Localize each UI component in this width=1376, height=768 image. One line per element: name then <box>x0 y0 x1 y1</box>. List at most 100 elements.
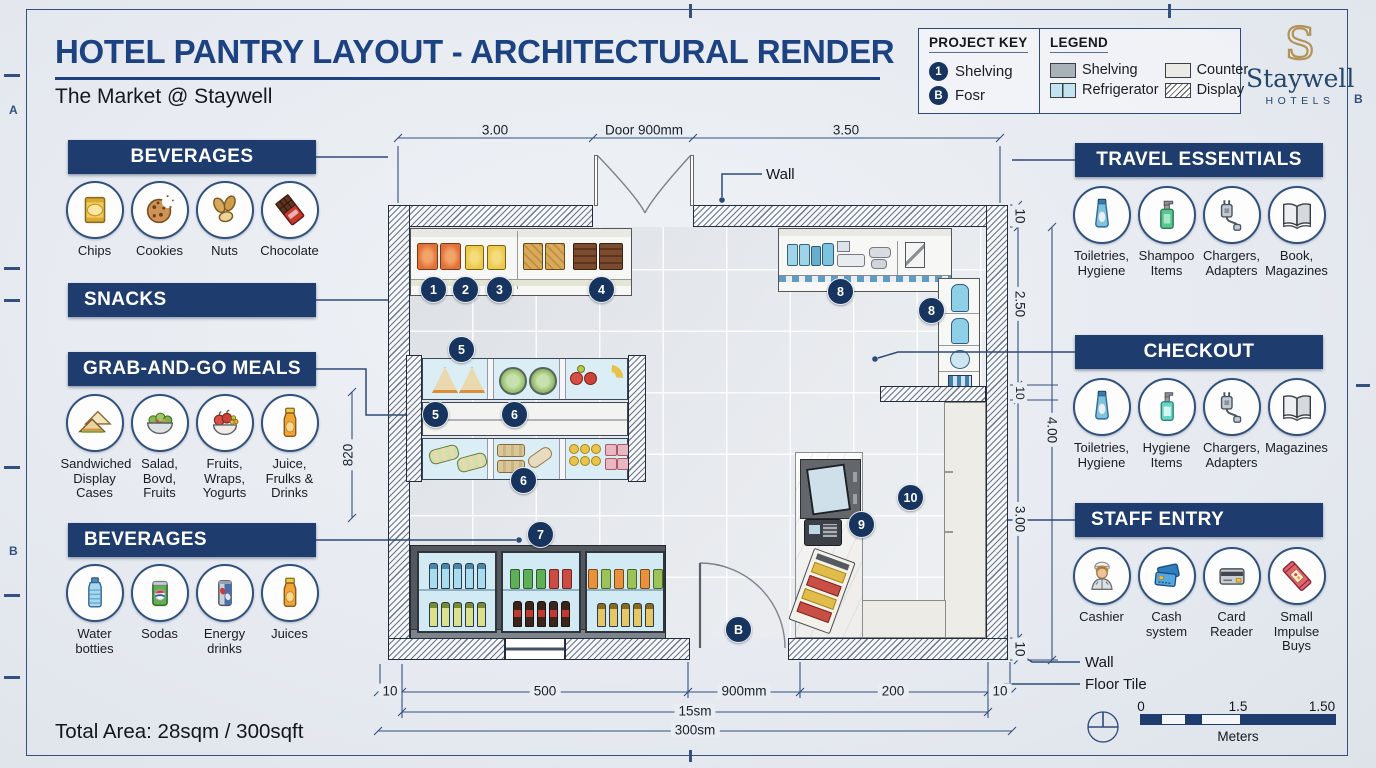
door-leaf-right <box>690 155 694 206</box>
edge-tick <box>689 4 692 18</box>
plan-marker-5a: 5 <box>448 336 475 363</box>
edge-tick <box>4 74 20 77</box>
item-magazines: Magazines <box>1265 378 1328 470</box>
item-water-bottles: Water botties <box>64 564 125 656</box>
project-key-item-b: B Fosr <box>929 86 1029 105</box>
display-swatch <box>1164 82 1191 98</box>
item-cash-system: Cash system <box>1136 547 1197 654</box>
scale-mid: 1.5 <box>1228 699 1248 714</box>
card-reader-device <box>804 519 842 546</box>
checkout-counter <box>788 452 863 638</box>
toothpaste-icon <box>1072 378 1131 436</box>
display-end-cap-right <box>628 355 646 482</box>
dim-left-820: 820 <box>340 439 356 471</box>
legend-item-display: Display <box>1164 82 1249 98</box>
dim-bottom-10a: 10 <box>378 683 402 699</box>
wall-bottom-3 <box>788 638 1008 660</box>
legend-title: LEGEND <box>1050 35 1109 53</box>
wall-top-right <box>693 205 1008 227</box>
page-title: HOTEL PANTRY LAYOUT - ARCHITECTURAL REND… <box>55 33 895 70</box>
cashier-icon <box>1072 547 1131 605</box>
frame-letter-a: A <box>9 103 18 117</box>
total-area-label: Total Area: 28sqm / 300sqft <box>55 720 304 743</box>
brand-logo: S Staywell HOTELS <box>1246 22 1355 107</box>
plan-marker-4: 4 <box>588 276 615 303</box>
toothpaste-icon <box>1072 186 1131 244</box>
pos-terminal <box>800 459 861 519</box>
plan-marker-7: 7 <box>527 521 554 548</box>
title-underline <box>55 77 880 80</box>
project-key-item-shelving: 1 Shelving <box>929 62 1029 81</box>
plan-marker-B: B <box>725 616 752 643</box>
edge-tick <box>689 750 692 762</box>
edge-tick <box>1356 384 1370 387</box>
right-wall-counter <box>944 402 986 638</box>
refrigerator-bank <box>410 545 666 640</box>
logo-name: Staywell <box>1246 63 1355 93</box>
display-case-top <box>422 358 628 400</box>
edge-tick <box>4 267 20 270</box>
wall-label-top: Wall <box>766 166 795 183</box>
item-impulse-buys: Small Impulse Buys <box>1266 547 1327 654</box>
item-sodas: Sodas <box>129 564 190 656</box>
project-key-title: PROJECT KEY <box>929 35 1028 53</box>
fruit-bowl-icon <box>195 394 254 452</box>
item-fruit-wraps: Fruits, Wraps, Yogurts <box>194 394 255 501</box>
frame-letter-b-right: B <box>1354 92 1363 106</box>
plan-marker-3: 3 <box>486 276 513 303</box>
item-toiletries: Toiletries, Hygiene <box>1071 186 1132 278</box>
display-end-cap-left <box>406 355 422 482</box>
legend-item-shelving: Shelving <box>1050 62 1159 78</box>
checkout-items-row: Toiletries, Hygiene Hygiene Items Charge… <box>1071 378 1328 470</box>
edge-tick <box>1168 4 1171 18</box>
edge-tick <box>4 299 20 302</box>
snack-shelving-unit <box>410 228 632 296</box>
impulse-snack-icon <box>1267 547 1326 605</box>
section-header-checkout: CHECKOUT <box>1075 335 1323 369</box>
plan-marker-8b: 8 <box>918 297 945 324</box>
item-chocolate: Chocolate <box>259 181 320 259</box>
nuts-icon <box>195 181 254 239</box>
item-shampoo: Shampoo Items <box>1136 186 1197 278</box>
plan-marker-2: 2 <box>452 276 479 303</box>
right-wall-shelf <box>938 278 980 392</box>
project-key-box: PROJECT KEY 1 Shelving B Fosr <box>918 28 1040 114</box>
bottom-bench <box>860 600 946 638</box>
item-cookies: Cookies <box>129 181 190 259</box>
dim-bottom-900: 900mm <box>717 683 771 699</box>
counter-swatch <box>1164 62 1191 78</box>
grab-and-go-items-row: Sandwiched Display Cases Salad, Bovd, Fr… <box>61 394 320 501</box>
open-book-icon <box>1267 378 1326 436</box>
section-header-snacks: SNACKS <box>68 283 316 317</box>
item-card-reader: Card Reader <box>1201 547 1262 654</box>
staff-items-row: Cashier Cash system Card Reader Small Im… <box>1071 547 1327 654</box>
key-badge-b: B <box>929 86 948 105</box>
page-subtitle: The Market @ Staywell <box>55 85 273 108</box>
dim-right-10b: 10 <box>1013 382 1027 404</box>
snack-items-row: Chips Cookies Nuts Chocolate <box>64 181 320 259</box>
section-header-staff-entry: STAFF ENTRY <box>1075 503 1323 537</box>
scale-bar <box>1140 714 1336 725</box>
key-label: Shelving <box>955 63 1013 80</box>
section-header-beverages: BEVERAGES <box>68 523 316 557</box>
wall-bottom-1 <box>388 638 505 660</box>
juice-bottle-icon <box>260 394 319 452</box>
item-hygiene: Hygiene Items <box>1136 378 1197 470</box>
dim-bottom-200: 200 <box>877 683 909 699</box>
fridge-door-sodas <box>501 551 581 633</box>
open-book-icon <box>1267 186 1326 244</box>
beverage-items-row: Water botties Sodas Energy drinks Juices <box>64 564 320 656</box>
section-header-snacks-top: BEVERAGES <box>68 140 316 174</box>
wall-partition <box>880 386 986 402</box>
chocolate-icon <box>260 181 319 239</box>
charger-cable-icon <box>1202 186 1261 244</box>
sandwich-icon <box>65 394 124 452</box>
item-toiletries-2: Toiletries, Hygiene <box>1071 378 1132 470</box>
dim-top-left: 3.00 <box>477 122 513 138</box>
refrigerator-swatch <box>1050 82 1076 98</box>
cards-icon <box>1137 547 1196 605</box>
shelving-swatch <box>1050 62 1076 78</box>
frame-letter-b-left: B <box>9 544 18 558</box>
wall-bottom-2 <box>565 638 690 660</box>
item-cashier: Cashier <box>1071 547 1132 654</box>
